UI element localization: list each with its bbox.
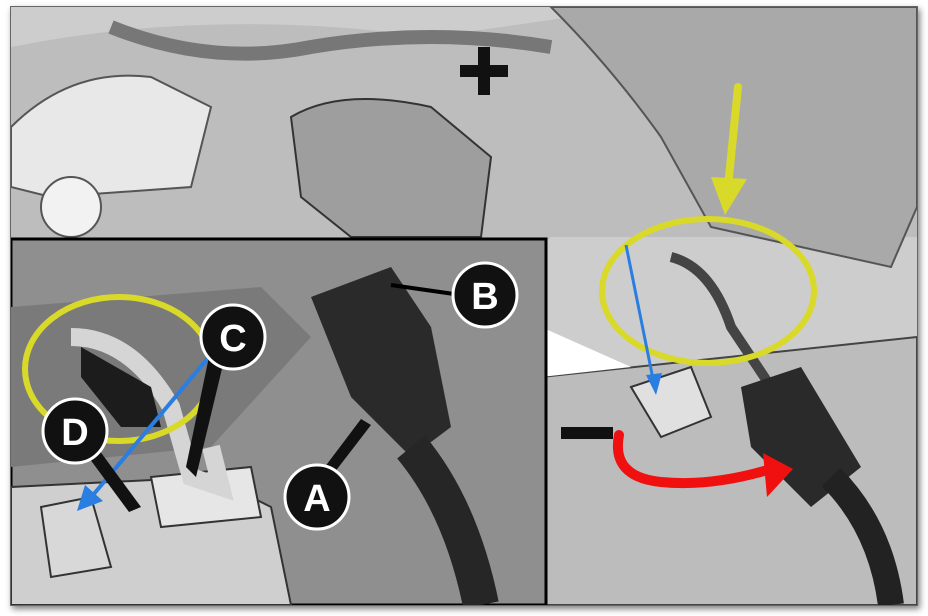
callout-b-label: B (471, 276, 498, 318)
blue-arrow-right (624, 244, 662, 395)
red-arrow (612, 430, 793, 497)
fuse-box (11, 74, 213, 199)
battery-top-right (540, 335, 917, 605)
wiring-harness (108, 20, 553, 61)
sensor-cable (669, 252, 776, 390)
callout-a-label: A (303, 478, 330, 520)
battery-diagram-frame: + − B (10, 6, 918, 606)
callout-c: C (186, 303, 267, 477)
callout-d-label: D (61, 412, 88, 454)
negative-sign (561, 427, 613, 439)
callout-b: B (390, 261, 519, 329)
callout-c-label: C (219, 318, 246, 360)
blue-arrow-left (77, 343, 221, 511)
callout-d: D (41, 397, 141, 512)
callout-a: A (283, 419, 371, 531)
reservoir-cap (40, 176, 102, 238)
positive-terminal-cover (289, 98, 493, 238)
positive-sign (460, 47, 508, 95)
highlight-ellipse-right (599, 216, 817, 366)
negative-cable-clamp (741, 367, 861, 507)
yellow-arrow (711, 83, 747, 215)
engine-bay-illustration: + − B (11, 7, 917, 605)
negative-cable (821, 467, 904, 605)
